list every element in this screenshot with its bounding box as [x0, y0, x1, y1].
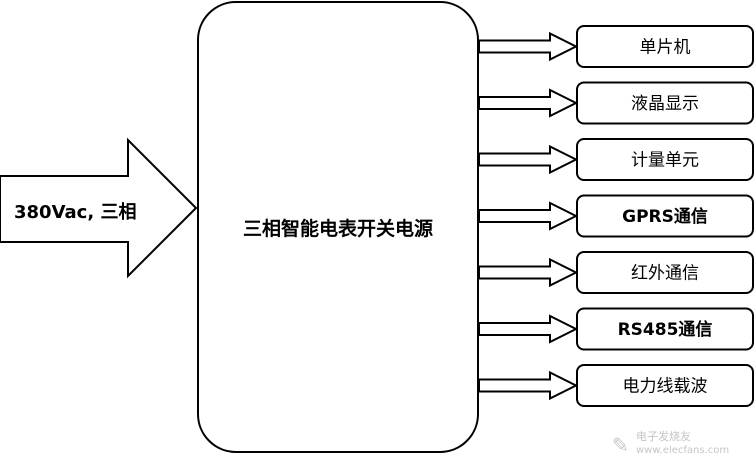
output-box — [576, 138, 754, 181]
watermark-site: www.elecfans.com — [636, 445, 729, 456]
input-arrow: 380Vac, 三相 — [0, 137, 198, 279]
main-block: 三相智能电表开关电源 — [197, 1, 479, 453]
output-label: 红外通信 — [631, 264, 699, 284]
output-item: 单片机 — [478, 25, 754, 68]
main-block-label: 三相智能电表开关电源 — [243, 217, 433, 240]
watermark: ✎ 电子发烧友 www.elecfans.com — [612, 429, 729, 456]
output-item: 红外通信 — [478, 251, 754, 294]
output-box — [576, 251, 754, 294]
output-arrow — [478, 257, 579, 288]
output-box — [576, 307, 754, 351]
output-arrow — [478, 31, 579, 62]
output-arrow — [478, 144, 579, 175]
output-box — [576, 25, 754, 68]
output-item: RS485通信 — [478, 307, 754, 351]
watermark-text: 电子发烧友 — [636, 429, 691, 443]
output-arrow — [478, 314, 579, 344]
output-box — [576, 194, 754, 238]
output-label: 单片机 — [640, 38, 691, 58]
output-item: 电力线载波 — [478, 364, 754, 407]
output-label: 计量单元 — [631, 151, 699, 171]
output-box — [576, 364, 754, 407]
output-box — [576, 81, 754, 125]
output-label: GPRS通信 — [622, 206, 708, 227]
output-arrow — [478, 88, 579, 118]
input-label: 380Vac, 三相 — [14, 202, 136, 223]
output-arrow — [478, 201, 579, 231]
output-label: 电力线载波 — [623, 377, 708, 397]
output-item: 计量单元 — [478, 138, 754, 181]
watermark-logo-icon: ✎ — [612, 433, 629, 456]
output-label: RS485通信 — [618, 319, 713, 340]
output-item: 液晶显示 — [478, 81, 754, 125]
output-label: 液晶显示 — [631, 94, 699, 114]
output-arrow — [478, 370, 579, 401]
output-item: GPRS通信 — [478, 194, 754, 238]
